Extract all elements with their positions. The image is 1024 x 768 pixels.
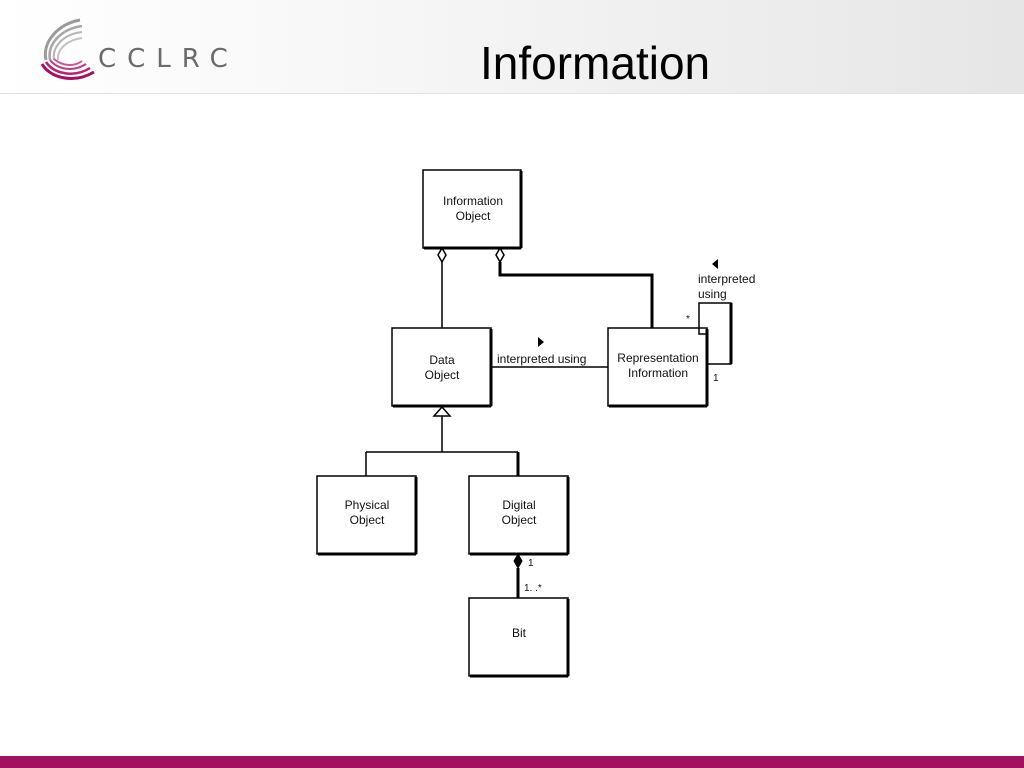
representation-information-label: Information [628, 366, 688, 380]
aggregation-info-representation [495, 246, 654, 328]
information-object-box [422, 169, 523, 250]
bit-box [468, 597, 570, 678]
digital-object-label: Digital [502, 498, 535, 512]
self-association-label: interpreted [698, 272, 755, 286]
information-object-label: Information [443, 194, 503, 208]
multiplicity-label: 1 [528, 558, 534, 569]
multiplicity-label: * [686, 314, 690, 325]
data-object-label: Data [429, 353, 455, 367]
data-object-label: Object [425, 368, 460, 382]
page-title: Information [480, 37, 711, 89]
composition-digital-bit [513, 552, 523, 598]
multiplicity-label: 1 [713, 373, 719, 384]
multiplicity-label: 1. .* [524, 583, 542, 594]
association-label: interpreted using [497, 352, 586, 366]
association-data-representation [491, 337, 608, 368]
direction-arrow-icon [538, 337, 544, 347]
logo-wordmark: CCLRC [98, 44, 239, 74]
slide-header: CCLRC Information [0, 0, 1024, 94]
cclrc-logo-icon [40, 18, 95, 80]
physical-object-label: Physical [345, 498, 390, 512]
footer-bar [0, 756, 1024, 768]
bit-label: Bit [512, 626, 527, 640]
physical-object-label: Object [350, 513, 385, 527]
self-association-representation [698, 259, 733, 365]
information-object-label: Object [456, 209, 491, 223]
self-association-label: using [698, 287, 727, 301]
digital-object-box [468, 475, 570, 556]
digital-object-label: Object [502, 513, 537, 527]
generalization-data-object [365, 405, 520, 476]
physical-object-box [316, 475, 418, 556]
aggregation-info-data [437, 246, 447, 328]
representation-information-label: Representation [617, 351, 698, 365]
direction-arrow-icon [712, 259, 718, 269]
data-object-box [391, 327, 493, 408]
